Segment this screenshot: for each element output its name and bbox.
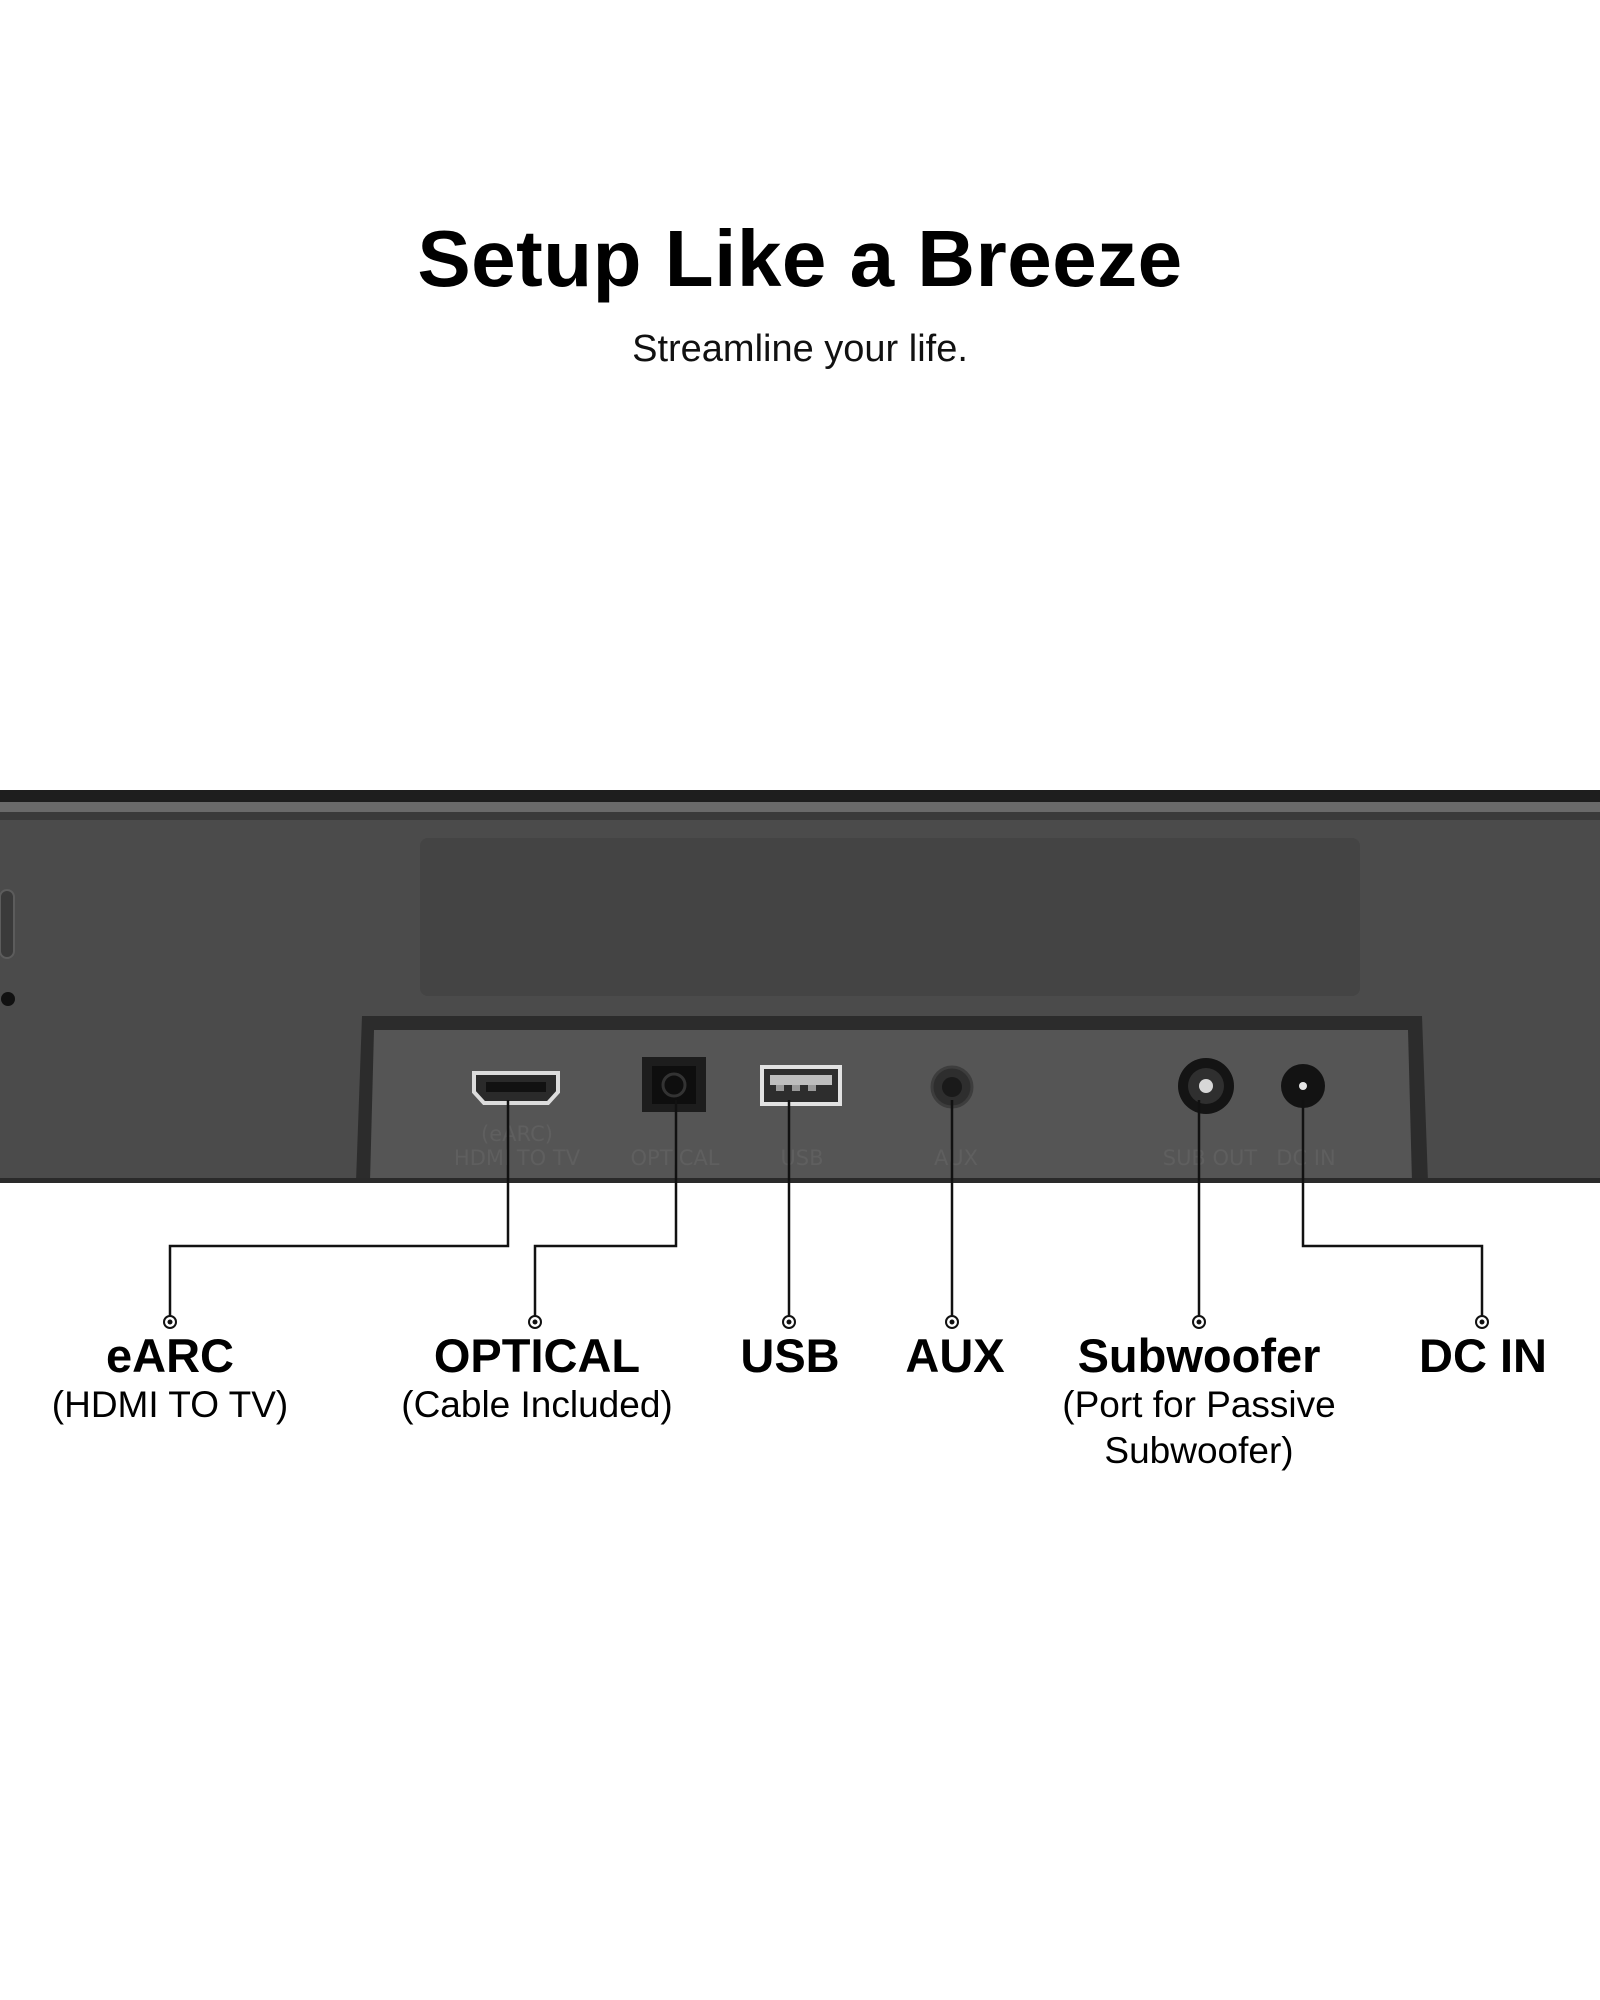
hdmi-earc-port-icon [472,1071,560,1105]
sub-out-port-icon [1178,1058,1234,1114]
panel-label-aux: AUX [934,1146,978,1170]
port-panel [370,1030,1412,1182]
leader-dot-aux [945,1315,959,1329]
leader-end-dots [163,1315,1489,1329]
side-indicator [1,992,15,1006]
callout-optical-name: OPTICAL [433,1329,641,1382]
panel-label-usb: USB [780,1146,823,1170]
page-subtitle: Streamline your life. [632,328,968,370]
callout-subwoofer-note: (Port for Passive Subwoofer) [1062,1384,1336,1471]
callout-dc-in-name: DC IN [1419,1329,1547,1382]
callout-earc-note: (HDMI TO TV) [51,1384,289,1425]
callout-aux-name: AUX [905,1329,1005,1382]
callout-usb-name: USB [740,1329,840,1382]
optical-port-icon [642,1057,706,1112]
leader-dot-earc [163,1315,177,1329]
callout-earc-name: eARC [106,1329,234,1382]
side-button [0,889,15,959]
leader-line-dc-in [1301,1100,1484,1322]
callout-aux: AUX [785,1330,1125,1382]
usb-port-icon [760,1065,842,1106]
callout-earc: eARC (HDMI TO TV) [0,1330,340,1428]
dc-in-port-icon [1281,1064,1325,1108]
leader-lines [168,1100,1484,1322]
page-title: Setup Like a Breeze [417,214,1183,303]
panel-label-earc-line2: HDMI TO TV [454,1146,581,1170]
soundbar-rear-image [0,790,1600,1183]
callout-dc-in: DC IN [1373,1330,1593,1382]
leader-dot-subwoofer [1192,1315,1206,1329]
aux-port-icon [930,1065,974,1109]
callout-subwoofer-name: Subwoofer [1077,1329,1321,1382]
callout-subwoofer: Subwoofer (Port for Passive Subwoofer) [1049,1330,1349,1474]
leader-dot-optical [528,1315,542,1329]
rear-grille-recess [420,838,1360,996]
callout-usb: USB [620,1330,960,1382]
leader-dot-dc-in [1475,1315,1489,1329]
leader-line-earc [168,1100,510,1322]
callout-optical: OPTICAL (Cable Included) [367,1330,707,1428]
panel-label-earc-line1: (eARC) [481,1122,553,1146]
leader-dot-usb [782,1315,796,1329]
panel-label-sub-out: SUB OUT [1163,1146,1258,1170]
panel-label-dc-in: DC IN [1276,1146,1335,1170]
callout-optical-note: (Cable Included) [401,1384,673,1425]
leader-line-optical [533,1100,678,1322]
